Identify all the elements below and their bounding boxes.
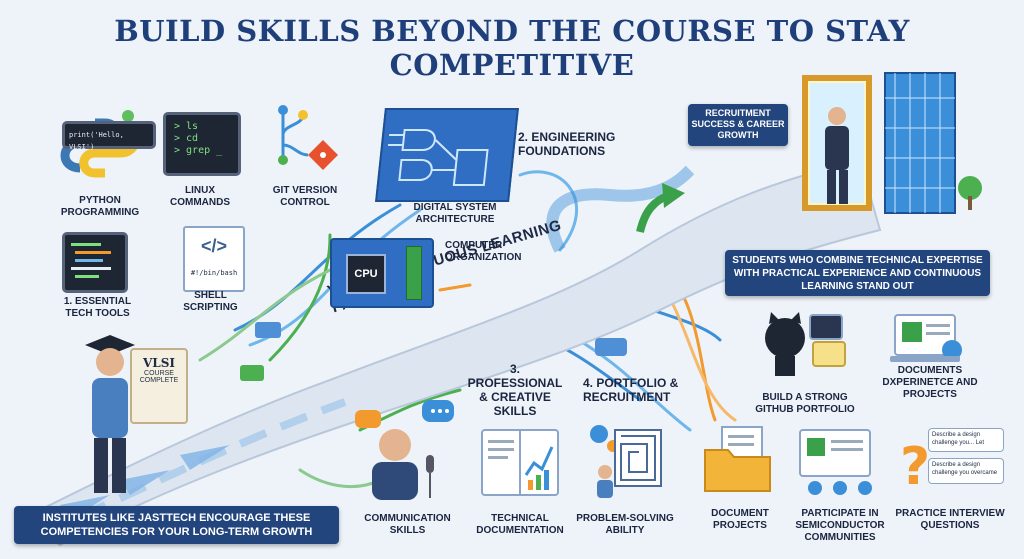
students-banner: STUDENTS WHO COMBINE TECHNICAL EXPERTISE… (725, 250, 990, 296)
certificate-line-2: COURSE (144, 370, 174, 377)
shell-code: #!/bin/bash (190, 269, 238, 277)
maze-puzzle-icon (585, 420, 665, 500)
logic-gate-icon (387, 129, 489, 186)
presenter-icon (350, 400, 460, 500)
python-code-window: print('Hello, VLSI') (62, 121, 156, 151)
linux-line-2: > cd (174, 133, 199, 144)
interview-label: PRACTICE INTERVIEW QUESTIONS (895, 508, 1005, 531)
certificate-line-3: COMPLETE (139, 377, 179, 384)
community-screens-icon (795, 428, 885, 498)
code-lines-icon (71, 243, 111, 278)
git-branch-icon (268, 100, 348, 180)
cpu-chip: CPU (346, 254, 386, 294)
certificate-line-1: VLSI (142, 356, 176, 370)
linux-label: LINUX COMMANDS (170, 185, 230, 208)
interview-bubble-1-text: Describe a design challenge you... Let (932, 432, 985, 446)
interview-bubble-2-text: Describe a design challenge you overcame (932, 462, 998, 476)
digital-label: DIGITAL SYSTEM ARCHITECTURE (413, 202, 497, 225)
section-3-label: 3. PROFESSIONAL & CREATIVE SKILLS (467, 362, 563, 418)
memory-stick (406, 246, 422, 300)
documents-label: DOCUMENTS DXPERINETCE AND PROJECTS (882, 365, 978, 400)
python-code: print('Hello, VLSI') (69, 131, 124, 151)
institutes-banner: INSTITUTES LIKE JASTTECH ENCOURAGE THESE… (14, 506, 339, 544)
graduate-student-icon (70, 330, 170, 500)
linux-line-3: > grep _ (174, 145, 223, 156)
institutes-text: INSTITUTES LIKE JASTTECH ENCOURAGE THESE… (40, 512, 313, 538)
cpu-text: CPU (354, 268, 378, 280)
interview-bubble-1: Describe a design challenge you... Let (928, 428, 1004, 452)
python-label: PYTHON PROGRAMMING (60, 195, 140, 218)
doc-projects-label: DOCUMENT PROJECTS (711, 508, 769, 531)
interview-bubble-2: Describe a design challenge you overcame (928, 458, 1004, 484)
communication-label: COMMUNICATION SKILLS (364, 513, 451, 536)
github-label: BUILD A STRONG GITHUB PORTFOLIO (755, 392, 855, 415)
students-text: STUDENTS WHO COMBINE TECHNICAL EXPERTISE… (732, 255, 983, 292)
code-editor-window (62, 232, 128, 293)
documentation-book-icon (480, 425, 560, 500)
folder-icon (700, 425, 780, 495)
git-label: GIT VERSION CONTROL (272, 185, 338, 208)
recruitment-text: RECRUITMENT SUCCESS & CAREER GROWTH (691, 108, 785, 140)
career-door-icon (795, 68, 995, 218)
question-mark-icon: ? (900, 437, 931, 497)
linux-line-1: > ls (174, 121, 199, 132)
shell-script-file: </> #!/bin/bash (183, 226, 245, 292)
shell-code-icon: </> (200, 236, 228, 256)
digital-blueprint-panel (375, 108, 519, 202)
communities-label: PARTICIPATE IN SEMICONDUCTOR COMMUNITIES (795, 508, 885, 543)
page-title: BUILD SKILLS BEYOND THE COURSE TO STAY C… (114, 14, 910, 82)
shell-label: SHELL SCRIPTING (183, 290, 238, 313)
github-octocat-icon (755, 310, 855, 380)
problem-label: PROBLEM-SOLVING ABILITY (576, 513, 674, 536)
section-1-label: 1. ESSENTIAL TECH TOOLS (63, 296, 132, 319)
section-2-label: 2. ENGINEERING FOUNDATIONS (518, 130, 616, 158)
recruitment-banner: RECRUITMENT SUCCESS & CAREER GROWTH (688, 104, 788, 146)
cpu-board: CPU (330, 238, 434, 308)
section-4-label: 4. PORTFOLIO & RECRUITMENT (583, 376, 679, 404)
certificate-scroll: VLSI COURSE COMPLETE (130, 348, 188, 424)
linux-terminal: > ls > cd > grep _ (163, 112, 241, 176)
laptop-documents-icon (890, 310, 970, 370)
computer-label: COMPUTER ORGANIZATION (445, 240, 522, 263)
documentation-label: TECHNICAL DOCUMENTATION (476, 513, 564, 536)
